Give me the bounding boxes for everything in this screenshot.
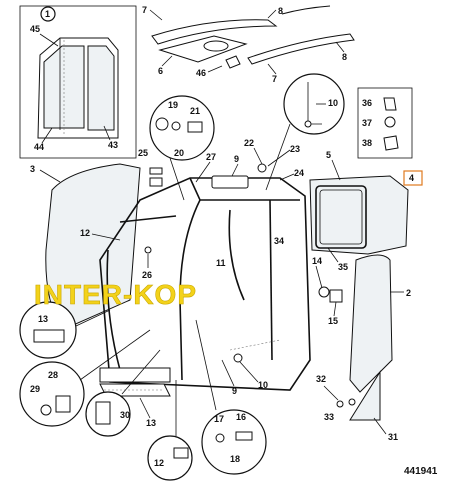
- callout-4: 4: [409, 173, 414, 183]
- callout-18: 15: [328, 316, 338, 326]
- callout-39: 36: [362, 98, 372, 108]
- callout-1: 1: [45, 9, 50, 19]
- callout-40: 37: [362, 118, 372, 128]
- callout-44: 45: [30, 24, 40, 34]
- callout-26: 23: [290, 144, 300, 154]
- callout-34: 31: [388, 432, 398, 442]
- callout-41: 38: [362, 138, 372, 148]
- callout-21: 18: [230, 454, 240, 464]
- callout-14: 13: [146, 418, 156, 428]
- overview-inset: 1 45 44 43: [19, 5, 137, 159]
- cab-frame: [99, 163, 311, 391]
- callout-36: 33: [324, 412, 334, 422]
- callout-16: 13: [38, 314, 48, 324]
- callout-33: 30: [120, 410, 130, 420]
- detail-circle-11: 10: [265, 73, 345, 191]
- callout-30: 27: [206, 152, 216, 162]
- callout-28: 25: [138, 148, 148, 158]
- callout-15: 12: [154, 458, 164, 468]
- callout-9: 9: [234, 154, 239, 164]
- detail-circle-16: 13: [19, 301, 111, 359]
- detail-circle-15: 12: [147, 380, 193, 481]
- frame-callouts: 22 23 24 25 27 9 12 26 11 34 14 15 9 10 …: [80, 138, 356, 422]
- corner-glass-34: 31: [349, 370, 398, 442]
- detail-circle-31-32: 28 29: [19, 329, 151, 427]
- callout-20: 17: [214, 414, 224, 424]
- callout-25: 22: [244, 138, 254, 148]
- callout-7b: 7: [272, 74, 277, 84]
- callout-3: 3: [30, 164, 35, 174]
- detail-circle-19-21: 17 16 18: [195, 319, 267, 475]
- callout-35: 32: [316, 374, 326, 384]
- callout-32: 29: [30, 384, 40, 394]
- callout-8: 8: [278, 6, 283, 16]
- catalogue-number: 441941: [404, 466, 438, 477]
- roof-panels: 7 8 6 46 8 7: [142, 5, 355, 84]
- callout-42: 43: [108, 140, 118, 150]
- side-glass-2: 2: [349, 254, 411, 393]
- callout-31: 28: [48, 370, 58, 380]
- callout-6: 6: [158, 66, 163, 76]
- detail-box-39-41: 36 37 38: [357, 87, 413, 159]
- callout-12: 11: [216, 258, 226, 268]
- rear-window-5: 5 4 35: [309, 150, 423, 272]
- callout-2: 2: [406, 288, 411, 298]
- callout-5: 5: [326, 150, 331, 160]
- callout-10: 10: [258, 380, 268, 390]
- callout-11: 10: [328, 98, 338, 108]
- watermark-text: INTER-KOP: [34, 279, 197, 310]
- callout-37: 34: [274, 236, 284, 246]
- callout-24: 21: [190, 106, 200, 116]
- step-14: 13: [99, 383, 171, 428]
- callout-13: 12: [80, 228, 90, 238]
- callout-7: 7: [142, 5, 147, 15]
- callout-27: 24: [294, 168, 304, 178]
- callout-43: 44: [34, 142, 44, 152]
- callout-19: 16: [236, 412, 246, 422]
- door-glass-3: 3: [30, 163, 141, 331]
- callout-8b: 8: [342, 52, 347, 62]
- callout-45: 46: [196, 68, 206, 78]
- callout-29: 26: [142, 270, 152, 280]
- callout-17: 14: [312, 256, 322, 266]
- callout-22: 19: [168, 100, 178, 110]
- detail-circle-33: 30: [85, 349, 161, 437]
- callout-23: 20: [174, 148, 184, 158]
- callout-9b: 9: [232, 386, 237, 396]
- detail-circle-fasteners: 19 21 20: [149, 95, 215, 201]
- callout-38: 35: [338, 262, 348, 272]
